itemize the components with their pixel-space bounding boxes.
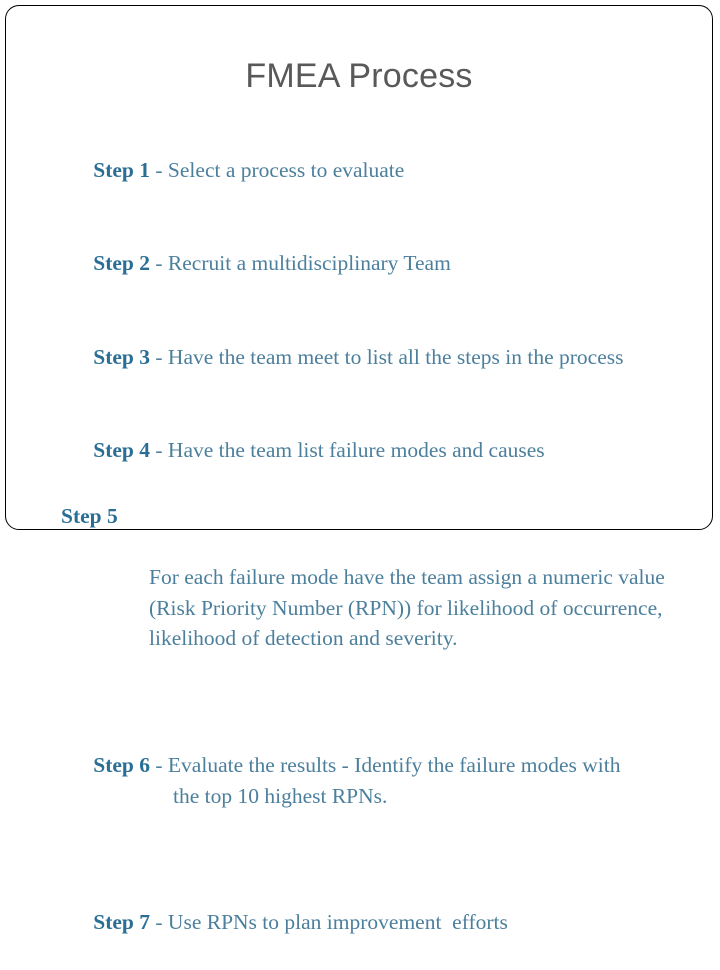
step-label: Step 5 — [61, 504, 118, 528]
step-label: Step 7 — [93, 909, 150, 934]
list-item: Step 5 For each failure mode have the tea… — [49, 501, 694, 715]
step-text: Have the team list failure modes and cau… — [167, 438, 545, 462]
step-label: Step 6 — [93, 753, 150, 777]
page-title: FMEA Process — [245, 57, 473, 95]
step-text: Use RPNs to plan improvement efforts — [167, 909, 508, 934]
step-text: For each failure mode have the team assi… — [149, 565, 671, 650]
list-item: Step 1 - Select a process to evaluate — [49, 124, 694, 216]
step-separator: - — [150, 753, 168, 777]
step-text: Evaluate the results - Identify the fail… — [167, 753, 621, 777]
step-label: Step 1 — [93, 157, 150, 182]
steps-list: Step 1 - Select a process to evaluate St… — [49, 124, 694, 970]
step-text: Have the team meet to list all the steps… — [167, 344, 624, 369]
step-separator: - — [150, 438, 168, 462]
step-separator: - — [150, 909, 168, 934]
step-separator: - — [150, 157, 168, 182]
list-item: Step 2 - Recruit a multidisciplinary Tea… — [49, 218, 694, 310]
list-item: Step 7 - Use RPNs to plan improvement ef… — [49, 876, 694, 968]
step-label: Step 3 — [93, 344, 150, 369]
slide-canvas: FMEA Process Step 1 - Select a process t… — [5, 5, 713, 934]
step-label: Step 4 — [93, 438, 150, 462]
step-separator: - — [150, 251, 168, 275]
step-separator: - — [150, 344, 168, 369]
step-text: Recruit a multidisciplinary Team — [167, 251, 451, 275]
list-item: Step 4 - Have the team list failure mode… — [49, 405, 694, 497]
step-text-wrap: the top 10 highest RPNs. — [173, 783, 388, 808]
list-item: Step 6 - Evaluate the results - Identify… — [49, 720, 694, 873]
step-text: Select a process to evaluate — [167, 157, 405, 182]
list-item: Step 3 - Have the team meet to list all … — [49, 311, 694, 403]
step-label: Step 2 — [93, 251, 150, 275]
